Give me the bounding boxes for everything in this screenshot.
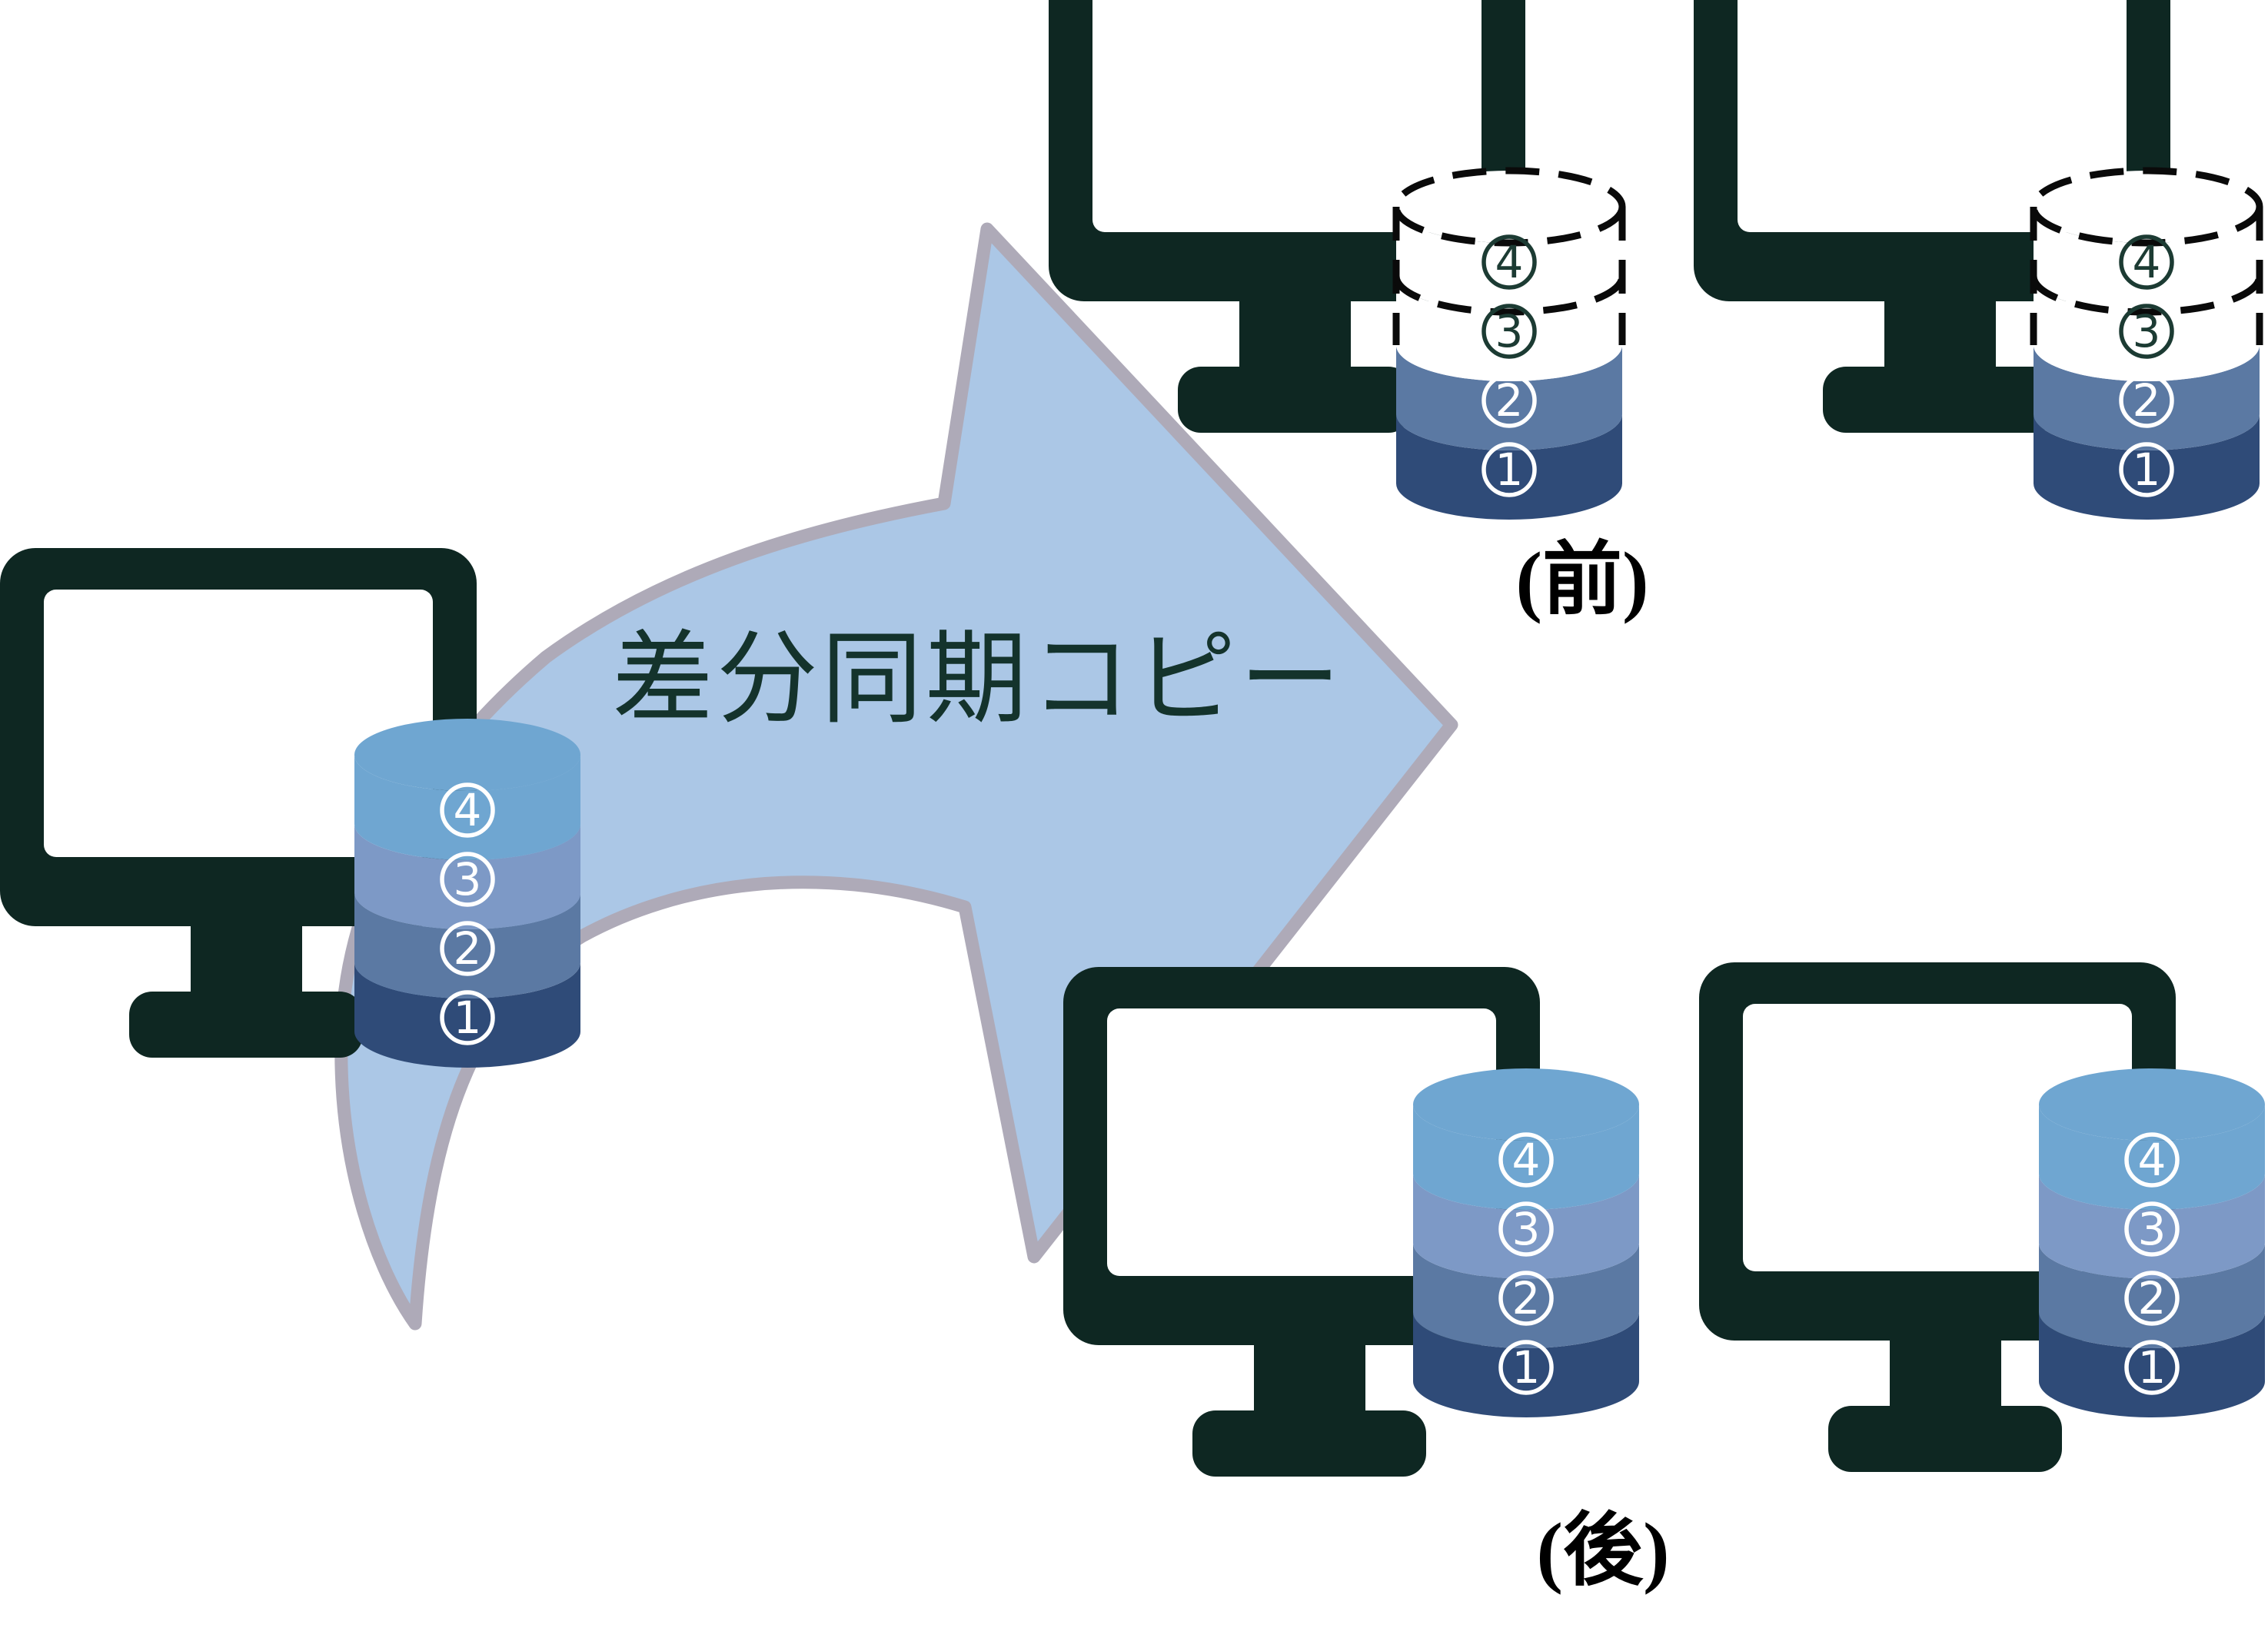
layer-number: 4 (454, 784, 482, 836)
layer-number: 3 (2133, 305, 2161, 357)
layer-number-circle (1498, 1271, 1554, 1326)
layer-number-circle (2124, 1201, 2180, 1257)
layer-number: 1 (1512, 1341, 1541, 1394)
db-top-face (2039, 1068, 2265, 1141)
db-layer-4 (354, 755, 580, 860)
layer-number-circle (2124, 1271, 2180, 1326)
db-layer-1 (1396, 414, 1622, 520)
layer-number: 4 (1495, 236, 1524, 288)
db-layer-3 (1413, 1174, 1639, 1279)
layer-number: 3 (454, 853, 482, 905)
arrow-label: 差分同期コピー (612, 623, 1344, 736)
layer-number-circle (1482, 304, 1537, 359)
layer-number: 1 (454, 992, 482, 1044)
db-layer-1 (2034, 414, 2260, 520)
db-layer-1 (2039, 1312, 2265, 1417)
layer-number-circle (440, 852, 495, 907)
layer-number-circle (1498, 1340, 1554, 1395)
layer-number-circle (440, 921, 495, 976)
database-replica-after-2: 4 3 2 1 (2039, 1068, 2265, 1417)
layer-number-circle (1498, 1132, 1554, 1188)
layer-number: 1 (2138, 1341, 2167, 1394)
db-layer-3 (2039, 1174, 2265, 1279)
db-layer-3 (2034, 276, 2260, 381)
layer-number-circle (2119, 304, 2174, 359)
db-layer-2 (2034, 345, 2260, 450)
layer-number: 3 (1495, 305, 1524, 357)
layer-number-circle (2119, 234, 2174, 290)
layer-number: 4 (2133, 236, 2161, 288)
layer-number: 2 (1495, 374, 1524, 427)
dashed-outline (1392, 275, 1626, 316)
db-layer-4 (1396, 207, 1622, 312)
layer-number-circle (2119, 373, 2174, 428)
db-layer-1 (354, 962, 580, 1068)
dashed-outline (2030, 275, 2263, 316)
layer-number: 4 (2138, 1134, 2167, 1186)
layer-number: 1 (2133, 444, 2161, 496)
database-source: 4 3 2 1 (354, 719, 580, 1068)
db-layer-2 (1413, 1243, 1639, 1348)
layer-number: 3 (1512, 1203, 1541, 1255)
database-replica-before-2: 4 3 2 1 (2030, 167, 2263, 520)
db-layer-3 (354, 824, 580, 929)
db-layer-2 (2039, 1243, 2265, 1348)
db-layer-2 (354, 893, 580, 998)
db-layer-3 (1396, 276, 1622, 381)
before-label: (前) (1515, 537, 1648, 625)
layer-number-circle (2124, 1132, 2180, 1188)
db-layer-4 (1413, 1105, 1639, 1210)
layer-number-circle (1482, 442, 1537, 497)
db-top-face (354, 719, 580, 791)
database-replica-before-1: 4 3 2 1 (1392, 167, 1626, 520)
db-layer-4 (2034, 207, 2260, 312)
layer-number-circle (440, 990, 495, 1045)
layer-number: 4 (1512, 1134, 1541, 1186)
layer-number-circle (2124, 1340, 2180, 1395)
layer-number: 1 (1495, 444, 1524, 496)
layer-number-circle (1498, 1201, 1554, 1257)
layer-number: 2 (454, 922, 482, 975)
layer-number-circle (1482, 373, 1537, 428)
db-layer-2 (1396, 345, 1622, 450)
database-replica-after-1: 4 3 2 1 (1413, 1068, 1639, 1417)
layer-number: 3 (2138, 1203, 2167, 1255)
db-top-face (2034, 171, 2260, 243)
after-label: (後) (1536, 1507, 1669, 1596)
layer-number: 2 (2133, 374, 2161, 427)
db-layer-4 (2039, 1105, 2265, 1210)
db-top-face (1413, 1068, 1639, 1141)
layer-number: 2 (1512, 1272, 1541, 1324)
layer-number: 2 (2138, 1272, 2167, 1324)
layer-number-circle (1482, 234, 1537, 290)
db-top-face (1396, 171, 1622, 243)
layer-number-circle (2119, 442, 2174, 497)
db-layer-1 (1413, 1312, 1639, 1417)
layer-number-circle (440, 782, 495, 838)
